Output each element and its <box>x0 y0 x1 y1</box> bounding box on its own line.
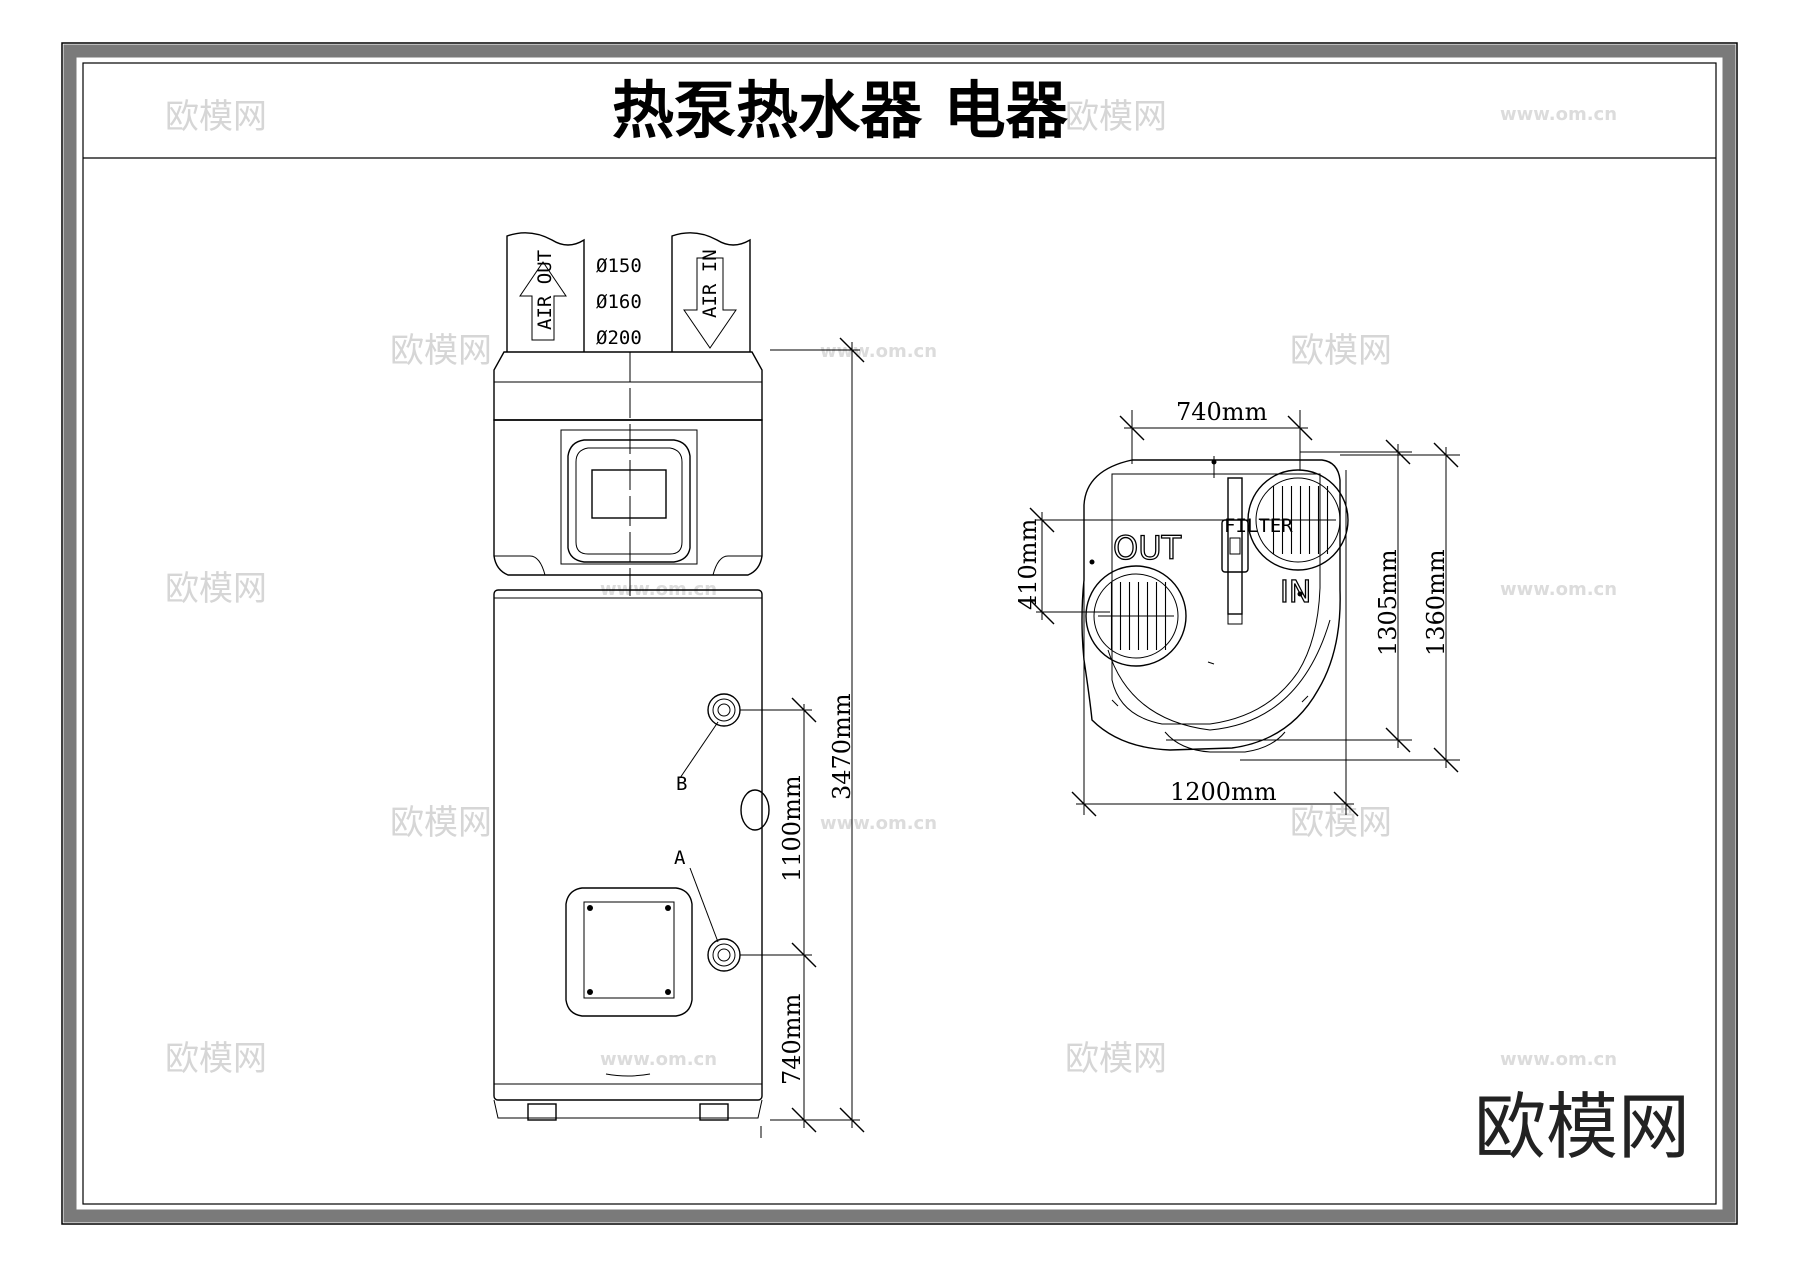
connection-a-label: A <box>674 847 686 869</box>
top-dimensions: 740mm 1200mm 410mm 1305mm 1360mm <box>1014 398 1460 817</box>
duct-size-200: Ø200 <box>596 327 642 349</box>
air-out-label: AIR OUT <box>534 250 556 330</box>
out-grille <box>1085 565 1187 667</box>
watermark-url: www.om.cn <box>1500 1049 1617 1070</box>
watermark: 欧模网 <box>390 803 492 843</box>
watermark: 欧模网 <box>165 97 267 137</box>
page-title: 热泵热水器 电器 <box>612 74 1069 147</box>
watermark-url: www.om.cn <box>1500 579 1617 600</box>
in-label: IN <box>1280 575 1311 610</box>
watermark-layer: 欧模网 欧模网 www.om.cn 欧模网 www.om.cn 欧模网 欧模网 … <box>165 97 1617 1079</box>
watermark: 欧模网 <box>1065 97 1167 137</box>
watermark-url: www.om.cn <box>1500 104 1617 125</box>
heater-top-cap <box>493 351 763 421</box>
dim-bottom-to-a: 740mm <box>778 993 806 1085</box>
duct-size-160: Ø160 <box>596 291 642 313</box>
watermark: 欧模网 <box>390 331 492 371</box>
air-out-duct: AIR OUT <box>506 232 585 352</box>
control-panel <box>567 439 691 563</box>
front-dimensions: 3470mm 1100mm 740mm <box>740 337 865 1138</box>
dim-right-outer: 1360mm <box>1422 549 1450 656</box>
dim-bottom-width: 1200mm <box>1170 778 1277 806</box>
watermark-url: www.om.cn <box>820 341 937 362</box>
out-label: OUT <box>1113 529 1182 567</box>
connection-a: A <box>674 847 741 972</box>
watermark-url: www.om.cn <box>820 813 937 834</box>
drawing-frame <box>61 42 1738 1225</box>
watermark-url: www.om.cn <box>600 1049 717 1070</box>
access-panel <box>565 887 693 1017</box>
watermark: 欧模网 <box>165 1039 267 1079</box>
dim-right-inner: 1305mm <box>1374 549 1402 656</box>
dim-top-width: 740mm <box>1176 398 1268 426</box>
dim-total-height: 3470mm <box>828 693 856 800</box>
dim-between-connections: 1100mm <box>778 775 806 882</box>
dim-left-height: 410mm <box>1014 518 1042 610</box>
in-grille <box>1247 469 1349 571</box>
front-view: AIR OUT AIR IN Ø150 Ø160 Ø200 B <box>493 232 770 1121</box>
air-in-label: AIR IN <box>699 249 721 318</box>
top-view: FILTER OUT IN <box>1081 456 1349 753</box>
heater-upper-section <box>493 419 763 576</box>
watermark: 欧模网 <box>1290 331 1392 371</box>
duct-size-150: Ø150 <box>596 255 642 277</box>
brand-logo-text: 欧模网 <box>1474 1085 1690 1169</box>
inspection-port <box>740 789 770 831</box>
top-view-outline <box>1081 459 1341 751</box>
air-in-duct: AIR IN <box>671 232 751 352</box>
connection-b: B <box>676 693 741 795</box>
heater-tank <box>493 589 763 1101</box>
watermark: 欧模网 <box>1290 803 1392 843</box>
connection-b-label: B <box>676 773 687 795</box>
watermark: 欧模网 <box>165 569 267 609</box>
control-display <box>591 469 667 519</box>
watermark: 欧模网 <box>1065 1039 1167 1079</box>
